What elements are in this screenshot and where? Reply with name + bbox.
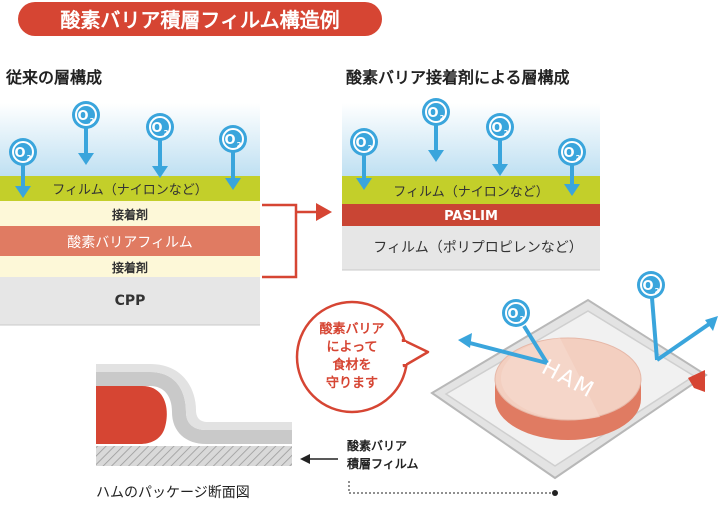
svg-text:2: 2 [237,141,242,149]
left-layer-adhesive-1 [0,201,260,226]
right-layer-pp [342,226,600,270]
svg-text:O: O [355,136,366,151]
o2-arrow: O 2 [349,127,379,190]
o2-molecule-icon: O 2 [421,97,451,127]
title-banner: 酸素バリア積層フィルム構造例 [18,2,382,36]
left-layer-barrier [0,226,260,256]
svg-text:2: 2 [368,144,373,152]
svg-text:O: O [642,279,653,294]
o2-arrow: O 2 [71,100,101,165]
svg-text:O: O [14,146,25,161]
bubble-line-2: によって [327,340,378,355]
film-label-line-2: 積層フィルム [346,456,419,471]
left-sky [0,103,260,176]
right-pp-label: フィルム（ポリプロピレンなど） [373,240,582,256]
bubble-line-3: 食材を [332,357,371,373]
svg-text:O: O [507,307,518,322]
svg-text:2: 2 [576,154,581,162]
left-adhesive-1-label: 接着剤 [112,207,148,222]
o2-molecule-icon: O 2 [218,124,248,154]
cross-section-caption: ハムのパッケージ断面図 [96,485,250,501]
o2-arrow: O 2 [557,137,587,196]
svg-text:O: O [563,146,574,161]
o2-arrow: O 2 [218,124,248,190]
svg-text:2: 2 [520,315,525,323]
o2-molecule-icon: O 2 [485,112,515,142]
page-title: 酸素バリア積層フィルム構造例 [60,8,339,32]
bubble-line-4: 守ります [326,375,378,391]
right-layer-nylon [342,176,600,204]
svg-text:O: O [491,121,502,136]
svg-text:2: 2 [90,117,95,125]
o2-molecule-icon: O 2 [557,137,587,167]
right-sky [342,103,600,176]
svg-text:O: O [427,106,438,121]
connector-arrow [262,203,332,279]
left-panel: 従来の層構成 フィルム（ナイロンなど） 接着剤 酸素バリアフィルム 接着剤 CP… [0,68,260,326]
svg-text:2: 2 [655,287,660,295]
left-layer-nylon [0,176,260,201]
left-layer-cpp [0,277,260,325]
o2-molecule-icon: O 2 [501,298,531,328]
o2-reflect-arrow: O 2 [458,298,549,365]
o2-molecule-icon: O 2 [349,127,379,157]
o2-molecule-icon: O 2 [71,100,101,130]
left-nylon-label: フィルム（ナイロンなど） [52,183,207,198]
left-cpp-label: CPP [115,293,146,309]
left-barrier-label: 酸素バリアフィルム [67,235,192,251]
o2-reflect-arrow: O 2 [636,270,718,362]
right-panel: 酸素バリア接着剤による層構成 フィルム（ナイロンなど） PASLIM フィルム（… [342,68,600,271]
left-heading: 従来の層構成 [5,68,102,87]
svg-text:2: 2 [440,114,445,122]
o2-molecule-icon: O 2 [145,112,175,142]
speech-bubble: 酸素バリア によって 食材を 守ります [295,300,430,414]
o2-arrow: O 2 [421,97,451,162]
o2-molecule-icon: O 2 [8,137,38,167]
svg-text:2: 2 [27,154,32,162]
right-layer-paslim [342,204,600,226]
right-heading: 酸素バリア接着剤による層構成 [346,68,570,87]
svg-text:O: O [77,109,88,124]
svg-text:2: 2 [164,129,169,137]
left-layer-adhesive-2 [0,256,260,277]
o2-arrow: O 2 [145,112,175,178]
film-label-line-1: 酸素バリア [347,438,407,453]
svg-text:O: O [151,121,162,136]
o2-molecule-icon: O 2 [636,270,666,300]
svg-text:2: 2 [504,129,509,137]
left-adhesive-2-label: 接着剤 [112,260,148,275]
right-paslim-label: PASLIM [444,209,498,224]
o2-arrow: O 2 [485,112,515,176]
ham-package-illustration: HAM O 2 O 2 [348,270,718,496]
right-nylon-label: フィルム（ナイロンなど） [393,185,548,200]
bubble-line-1: 酸素バリア [319,321,384,337]
cross-section-illustration: ハムのパッケージ断面図 [96,364,292,501]
o2-arrow: O 2 [8,137,38,198]
film-callout: 酸素バリア 積層フィルム [300,438,419,471]
svg-text:O: O [224,133,235,148]
